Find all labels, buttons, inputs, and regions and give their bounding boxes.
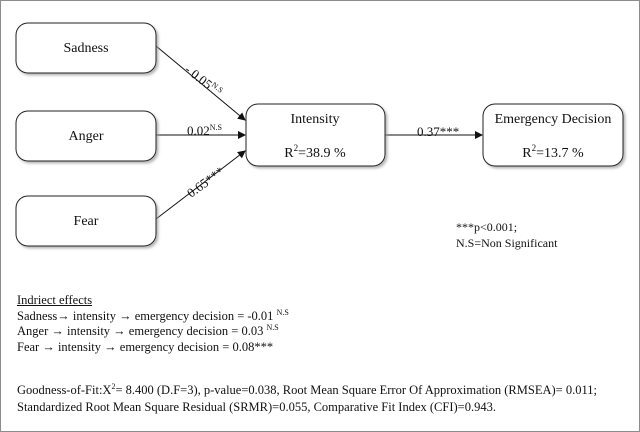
edge-fear-intensity bbox=[155, 150, 246, 220]
indirect-effect-sadness: Sadness→ intensity → emergency decision … bbox=[17, 307, 289, 323]
significance-notes: ***p<0.001; N.S=Non Significant bbox=[456, 219, 557, 251]
indirect-effect-anger: Anger → intensity → emergency decision =… bbox=[17, 322, 279, 338]
node-intensity: Intensity R2=38.9 % bbox=[245, 103, 386, 167]
ns-note: N.S=Non Significant bbox=[456, 236, 558, 250]
indirect-effect-fear: Fear → intensity → emergency decision = … bbox=[17, 339, 274, 354]
node-fear-label: Fear bbox=[74, 214, 99, 229]
node-intensity-label: Intensity bbox=[291, 112, 340, 127]
edge-label-intensity-emergency: 0.37*** bbox=[417, 124, 459, 139]
node-anger-label: Anger bbox=[69, 129, 104, 144]
fit-line-1: Goodness-of-Fit:X2= 8.400 (D.F=3), p-val… bbox=[17, 381, 597, 397]
edge-sadness-intensity bbox=[155, 45, 246, 121]
node-intensity-r2: R2=38.9 % bbox=[284, 143, 346, 161]
node-emergency-label: Emergency Decision bbox=[495, 112, 612, 127]
node-fear: Fear bbox=[15, 195, 157, 247]
node-sadness-label: Sadness bbox=[63, 41, 108, 56]
node-emergency-decision: Emergency Decision R2=13.7 % bbox=[482, 103, 624, 167]
node-sadness: Sadness bbox=[15, 22, 157, 74]
indirect-effects: Indriect effects Sadness→ intensity → em… bbox=[17, 293, 289, 355]
node-emergency-r2: R2=13.7 % bbox=[522, 143, 584, 161]
node-anger: Anger bbox=[15, 110, 157, 162]
fit-line-2: Standardized Root Mean Square Residual (… bbox=[17, 400, 496, 414]
edge-label-anger: 0.02N.S bbox=[187, 123, 222, 138]
edge-label-sadness: - 0.05N.S bbox=[182, 62, 225, 100]
significance-note: ***p<0.001; bbox=[456, 220, 518, 234]
goodness-of-fit: Goodness-of-Fit:X2= 8.400 (D.F=3), p-val… bbox=[17, 382, 632, 416]
indirect-effects-heading: Indriect effects bbox=[17, 293, 93, 307]
edge-label-fear: 0.65*** bbox=[184, 163, 227, 200]
